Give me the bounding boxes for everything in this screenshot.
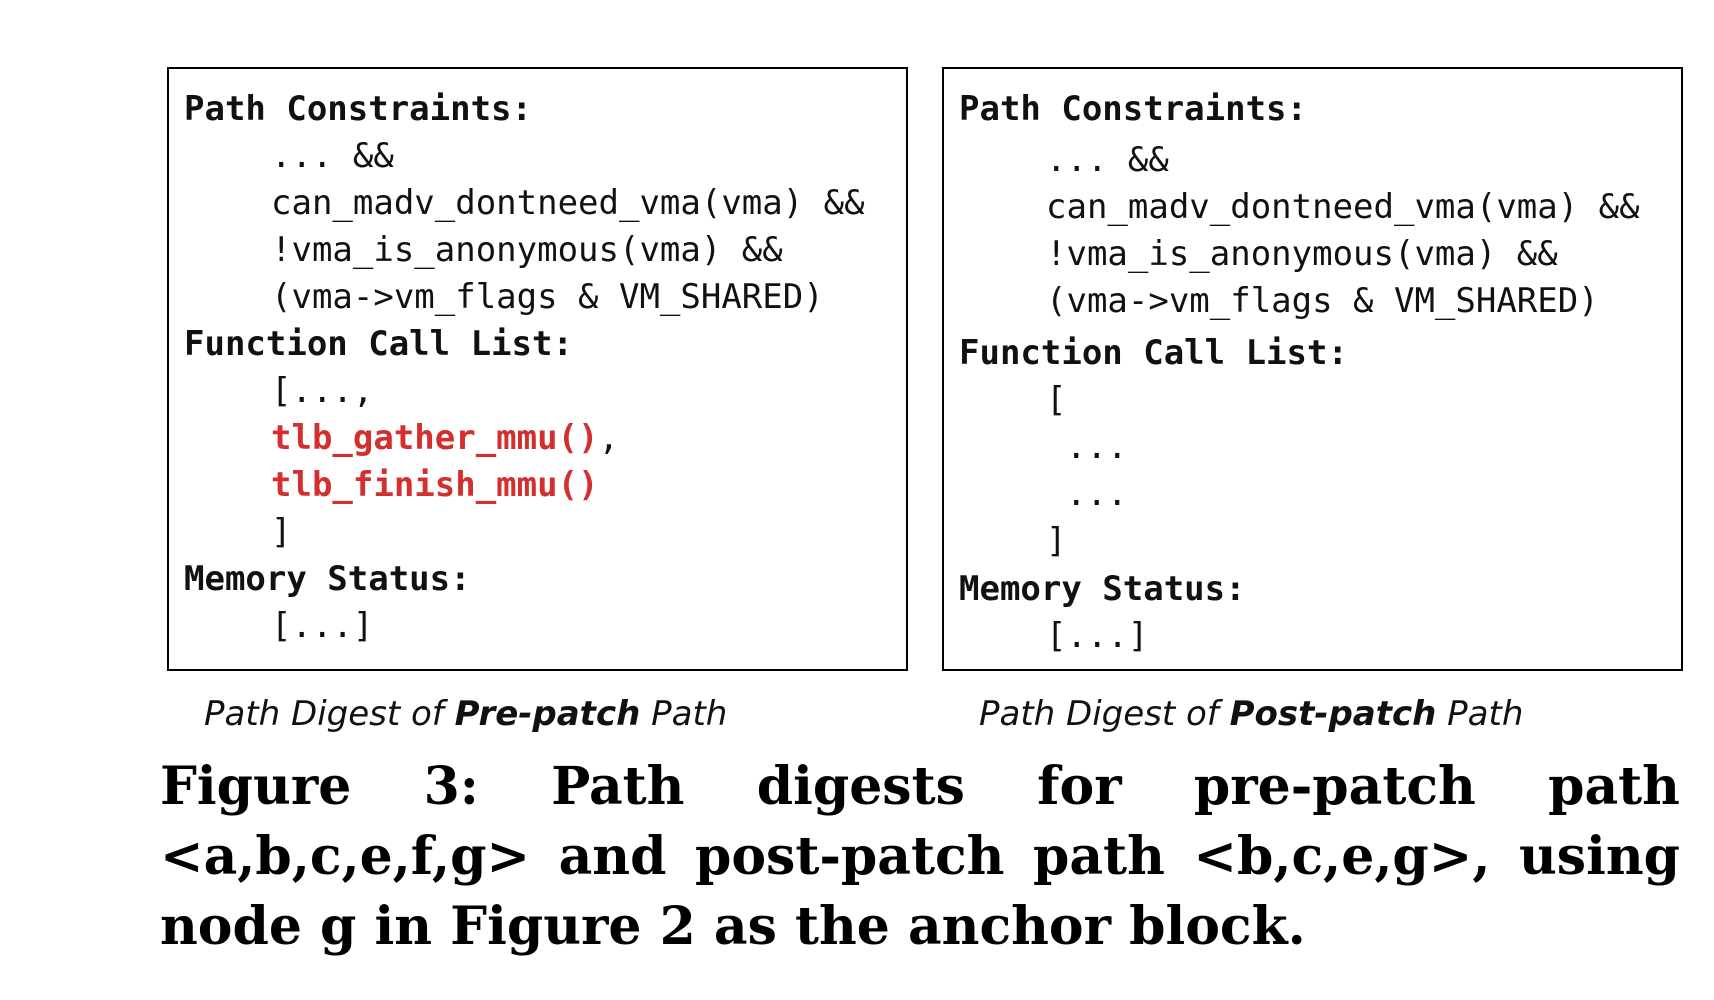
pre-patch-subcaption: Path Digest of Pre-patch Path [204, 692, 727, 736]
call-item-ellipsis: ... [1066, 427, 1128, 467]
constraint-line: !vma_is_anonymous(vma) && [271, 230, 783, 270]
memory-status-heading: Memory Status: [184, 559, 471, 599]
call-separator: , [598, 418, 619, 458]
constraint-line: can_madv_dontneed_vma(vma) && [1046, 187, 1640, 227]
constraint-line: !vma_is_anonymous(vma) && [1046, 234, 1558, 274]
subcaption-prefix: Path Digest of [204, 694, 455, 734]
pre-patch-digest-box: Path Constraints: ... && can_madv_dontne… [167, 67, 908, 671]
constraint-line: (vma->vm_flags & VM_SHARED) [1046, 281, 1599, 321]
path-constraints-heading: Path Constraints: [959, 89, 1307, 129]
subcaption-suffix: Path [1436, 694, 1524, 734]
call-list-open: [..., [271, 371, 374, 411]
post-patch-subcaption: Path Digest of Post-patch Path [979, 692, 1523, 736]
constraint-line: ... && [271, 136, 394, 176]
call-list-close: ] [1046, 521, 1067, 561]
figure-caption: Figure 3: Path digests for pre-patch pat… [160, 756, 1680, 957]
call-list-open: [ [1046, 380, 1067, 420]
subcaption-suffix: Path [640, 694, 728, 734]
function-call-list-heading: Function Call List: [959, 333, 1348, 373]
post-patch-digest-box: Path Constraints: ... && can_madv_dontne… [942, 67, 1683, 671]
memory-status-value: [...] [271, 606, 374, 646]
function-call-list-heading: Function Call List: [184, 324, 573, 364]
call-item-ellipsis: ... [1066, 474, 1128, 514]
call-item-highlighted: tlb_gather_mmu(), [271, 418, 619, 458]
subcaption-emphasis: Post-patch [1229, 694, 1437, 734]
call-list-close: ] [271, 512, 292, 552]
constraint-line: can_madv_dontneed_vma(vma) && [271, 183, 865, 223]
tlb-finish-call: tlb_finish_mmu() [271, 465, 599, 505]
constraint-line: (vma->vm_flags & VM_SHARED) [271, 277, 824, 317]
path-constraints-heading: Path Constraints: [184, 89, 532, 129]
constraint-line: ... && [1046, 140, 1169, 180]
tlb-gather-call: tlb_gather_mmu() [271, 418, 599, 458]
subcaption-emphasis: Pre-patch [454, 694, 641, 734]
memory-status-value: [...] [1046, 616, 1149, 656]
subcaption-prefix: Path Digest of [979, 694, 1230, 734]
memory-status-heading: Memory Status: [959, 569, 1246, 609]
